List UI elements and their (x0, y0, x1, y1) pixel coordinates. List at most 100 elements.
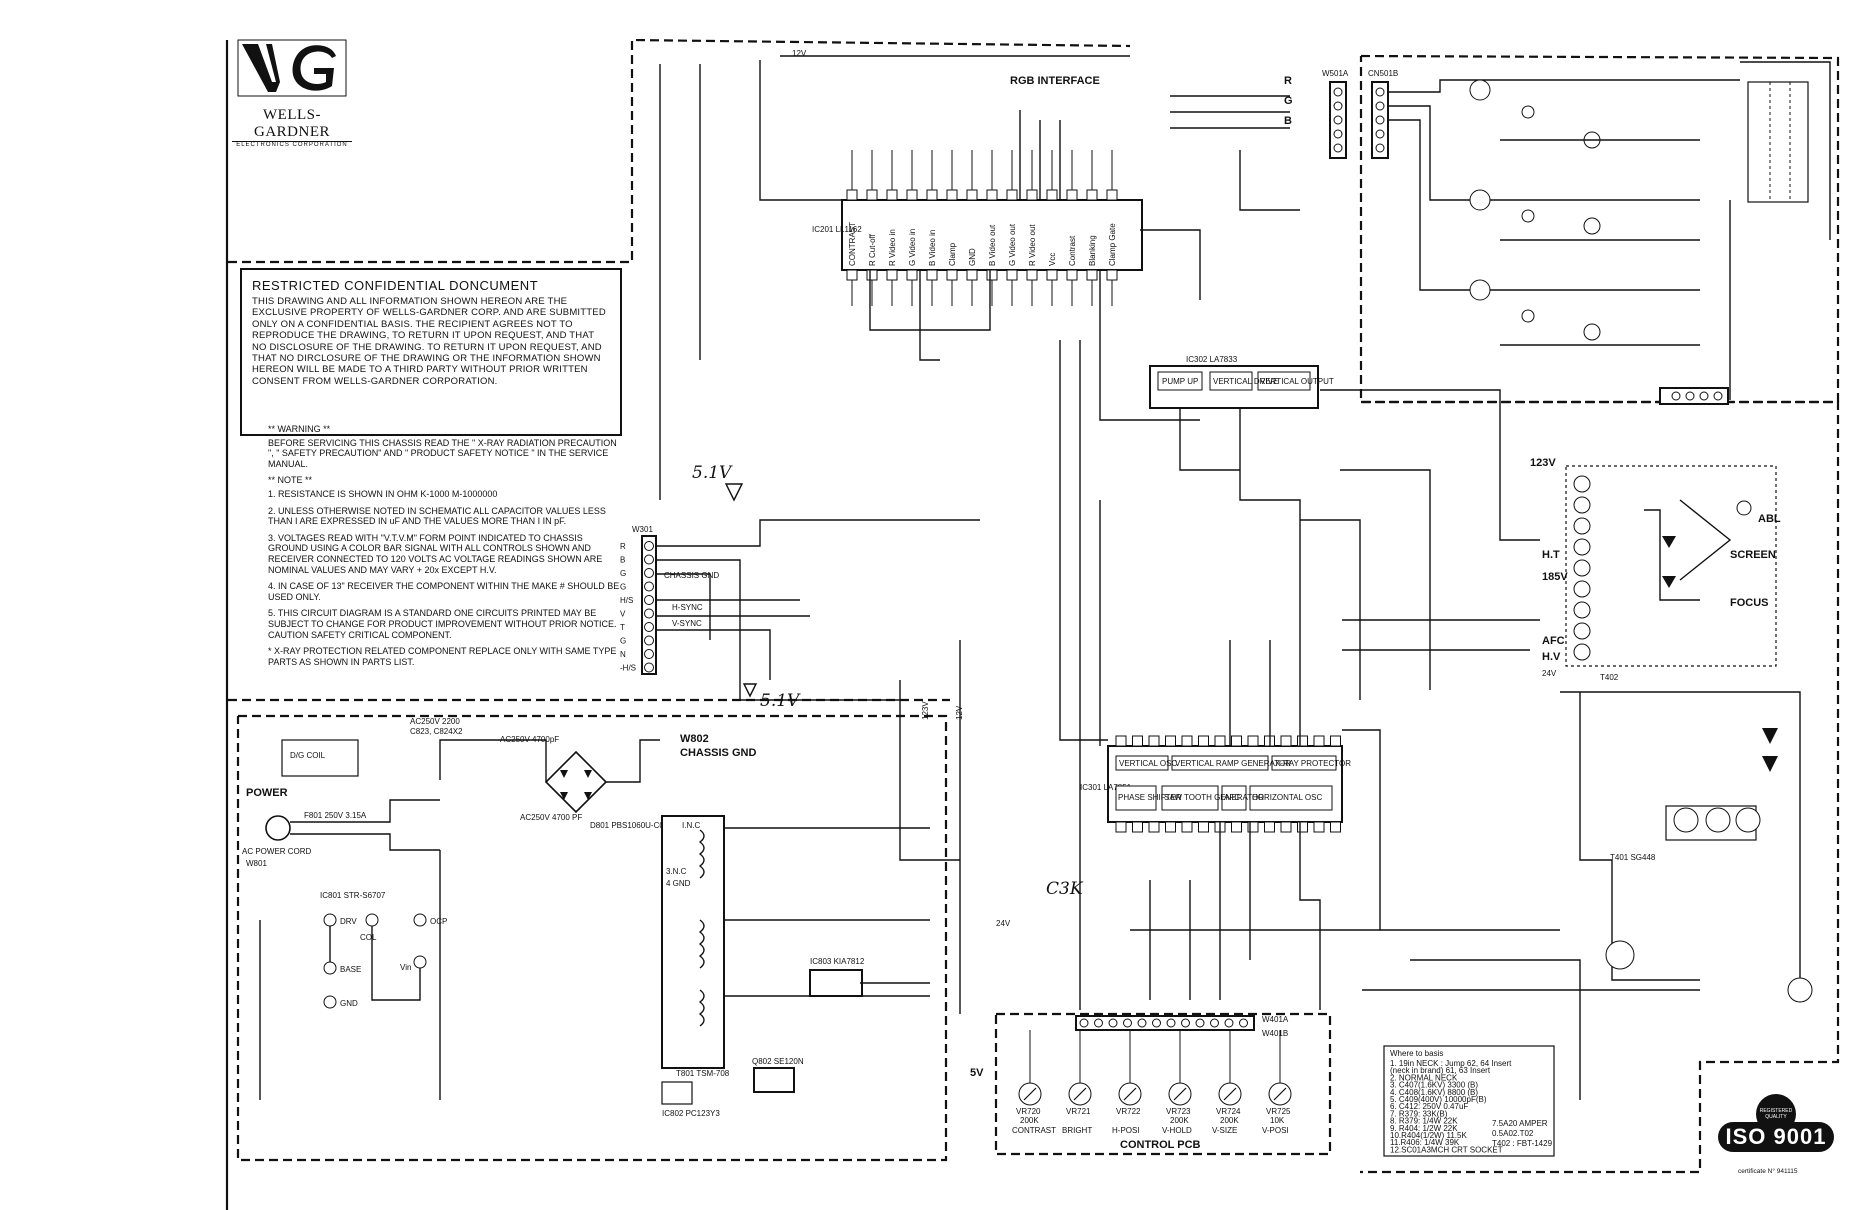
w301-pin-label: G (620, 637, 626, 646)
pot-wiper (1223, 1087, 1237, 1101)
fbt-screen: SCREEN (1730, 549, 1776, 561)
ctrl-pin (1210, 1018, 1219, 1028)
bridge-rectifier (544, 750, 608, 814)
pot-name: CONTRAST (1012, 1126, 1056, 1135)
vert-block-drive: VERTICAL DRIVE (1213, 377, 1278, 386)
rgb-pin (1066, 269, 1078, 281)
pot-ref: VR725 (1266, 1107, 1291, 1116)
w301-pin-label: N (620, 650, 626, 659)
cn501b-name: CN501B (1368, 69, 1398, 78)
rgb-pin (846, 189, 858, 201)
rgb-pin (966, 189, 978, 201)
right-note-line: 6. C412: 250V 0.47uF (1390, 1102, 1468, 1111)
photocoupler-part: IC802 PC123Y3 (662, 1109, 720, 1118)
rgb-pin (1086, 189, 1098, 201)
svg-text:R: R (1284, 75, 1292, 87)
bridge-part: D801 PBS1060U-C0 (590, 821, 664, 830)
rgb-pin-label: R Video in (888, 229, 897, 266)
svg-text:7.5A20 AMPER: 7.5A20 AMPER (1492, 1119, 1548, 1128)
w301-pin (644, 662, 654, 673)
right-note-line: 1. 19in NECK : Jump 62, 64 Insert (1390, 1059, 1512, 1068)
right-note-line: 7. R379: 33K(B) (1390, 1109, 1448, 1118)
note-heading: ** NOTE ** (268, 475, 313, 486)
w802-label: CHASSIS GND (680, 747, 756, 759)
rgb-pin (926, 269, 938, 281)
w301-pin-label: H/S (620, 596, 633, 605)
fbt-185v: 185V (1542, 571, 1568, 583)
hd-transformer: T401 SG448 (1610, 853, 1656, 862)
w301-vsync: V-SYNC (672, 619, 702, 628)
svg-text:OCP: OCP (430, 917, 447, 926)
right-note-line: 2. NORMAL NECK (1390, 1073, 1458, 1082)
note-1: 1. RESISTANCE IS SHOWN IN OHM K-1000 M-1… (268, 488, 498, 499)
fuse-label: F801 250V 3.15A (304, 811, 367, 820)
fbt-pin (1573, 643, 1591, 661)
fbt-pin (1573, 580, 1591, 598)
w802-name: W802 (680, 733, 709, 745)
pot-ref: VR720 (1016, 1107, 1041, 1116)
ctrl-pin (1224, 1018, 1234, 1028)
shunt-part: Q802 SE120N (752, 1057, 804, 1066)
pot-ref: VR724 (1216, 1107, 1241, 1116)
defl-pin (1214, 735, 1226, 747)
w301-pin-label: V (620, 610, 626, 619)
svg-text:5V: 5V (970, 1067, 984, 1079)
defl-block-vosc: VERTICAL OSC (1119, 759, 1177, 768)
control-pcb: CONTROL PCB W401A W401B VR720200KCONTRAS… (1012, 1015, 1292, 1151)
defl-pin (1148, 821, 1160, 833)
pot-ref: VR723 (1166, 1107, 1191, 1116)
defl-pin (1297, 821, 1308, 833)
ctrl-pin (1094, 1018, 1103, 1028)
brand-name: WELLS-GARDNER (232, 107, 352, 142)
defl-pin (1132, 735, 1143, 747)
rgb-pin (946, 189, 958, 201)
defl-pin (1231, 735, 1242, 747)
rgb-pin-label: Vcc (1048, 253, 1057, 266)
rgb-pin-label: R Video out (1028, 224, 1037, 266)
fbt-afc: AFC (1542, 635, 1565, 647)
pot-ref: VR722 (1116, 1107, 1141, 1116)
connector-cn501b: CN501B (1368, 69, 1398, 159)
defl-pin (1313, 735, 1325, 747)
rgb-pin (906, 269, 918, 281)
defl-pin (1198, 735, 1209, 747)
ctrl-pin (1181, 1018, 1190, 1028)
video-output-stage (1388, 61, 1831, 405)
rgb-pin (1026, 189, 1038, 201)
defl-pin (1297, 735, 1308, 747)
defl-pin (1247, 821, 1259, 833)
right-note-title: Where to basis (1390, 1049, 1443, 1058)
fbt-pin (1573, 601, 1591, 619)
right-note-line: 4. C408(1.6KV) 8800 (B) (1390, 1088, 1478, 1097)
right-notes-box: Where to basis 1. 19in NECK : Jump 62, 6… (1383, 1045, 1555, 1157)
right-note-line: 12.SC01A3MCH CRT SOCKET (1390, 1145, 1503, 1154)
defl-pin (1115, 735, 1127, 747)
rgb-pin (866, 189, 878, 201)
vert-block-pump: PUMP UP (1162, 377, 1198, 386)
pot-name: H-POSI (1112, 1126, 1140, 1135)
rgb-pin (906, 189, 918, 201)
svg-text:0.5A02.T02: 0.5A02.T02 (1492, 1129, 1534, 1138)
w301-pin (644, 595, 654, 605)
defl-pin (1148, 735, 1160, 747)
rgb-pin (986, 189, 998, 201)
connector-w501a: W501A R G B (1284, 69, 1349, 159)
svg-text:Vin: Vin (400, 963, 411, 972)
hand-note-2: 5.1V (760, 691, 801, 711)
iso-9001-badge: REGISTERED QUALITY ISO 9001 certificate … (1718, 1094, 1838, 1184)
dg-coil: D/G COIL (290, 751, 326, 760)
defl-pin (1280, 735, 1292, 747)
note-3: 3. VOLTAGES READ WITH "V.T.V.M" FORM POI… (268, 532, 603, 575)
flyback-part: T402 (1600, 673, 1619, 682)
ctrl-pin (1239, 1018, 1248, 1028)
pot-name: V-SIZE (1212, 1126, 1237, 1135)
svg-text:I.N.C: I.N.C (682, 821, 700, 830)
fbt-pin (1573, 538, 1591, 556)
w301-pin (644, 581, 654, 592)
note-5: 5. THIS CIRCUIT DIAGRAM IS A STANDARD ON… (268, 608, 617, 629)
w301-pin-label: T (620, 623, 625, 632)
pot-value: 200K (1220, 1116, 1239, 1125)
right-note-line: 10.R404(1/2W) 11.5K (1390, 1131, 1467, 1140)
defl-pin (1115, 821, 1127, 833)
